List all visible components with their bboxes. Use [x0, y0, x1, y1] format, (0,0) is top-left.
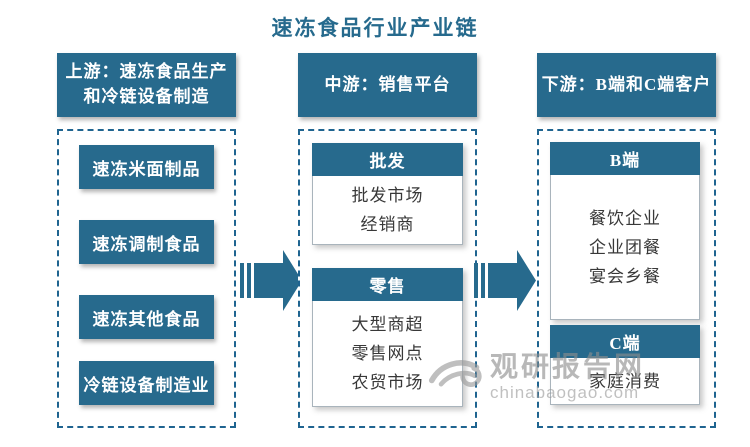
wholesale-card-body: 批发市场 经销商 — [313, 176, 462, 244]
c-side-card-header: C端 — [550, 325, 700, 358]
midstream-header-label: 中游：销售平台 — [324, 74, 451, 94]
b-side-item: 餐饮企业 — [589, 208, 661, 228]
upstream-container: 速冻米面制品 速冻调制食品 速冻其他食品 冷链设备制造业 — [57, 129, 236, 428]
retail-card-header: 零售 — [312, 268, 463, 301]
wholesale-item: 经销商 — [360, 215, 415, 234]
retail-item: 大型商超 — [351, 315, 424, 334]
flow-arrow-icon — [474, 250, 536, 311]
b-side-card-header: B端 — [550, 142, 700, 175]
wholesale-card-header: 批发 — [312, 143, 463, 176]
flow-arrow-icon — [240, 250, 302, 311]
upstream-header: 上游：速冻食品生产 和冷链设备制造 — [57, 53, 236, 117]
upstream-item: 速冻调制食品 — [79, 220, 214, 264]
upstream-header-line2: 和冷链设备制造 — [83, 87, 210, 106]
b-side-item: 企业团餐 — [589, 237, 661, 257]
b-side-card-body: 餐饮企业 企业团餐 宴会乡餐 — [551, 175, 699, 319]
upstream-item: 速冻米面制品 — [79, 145, 214, 189]
retail-item: 农贸市场 — [351, 373, 424, 392]
retail-item: 零售网点 — [351, 344, 424, 363]
downstream-header-label: 下游：B端和C端客户 — [541, 74, 712, 94]
upstream-header-line1: 上游：速冻食品生产 — [65, 62, 228, 82]
wholesale-item: 批发市场 — [351, 186, 424, 205]
c-side-card: C端 家庭消费 — [550, 325, 700, 405]
upstream-item: 冷链设备制造业 — [79, 361, 214, 405]
retail-card: 零售 大型商超 零售网点 农贸市场 — [312, 268, 463, 407]
b-side-card: B端 餐饮企业 企业团餐 宴会乡餐 — [550, 142, 700, 320]
midstream-header: 中游：销售平台 — [298, 53, 477, 117]
c-side-card-body: 家庭消费 — [551, 358, 699, 404]
upstream-item: 速冻其他食品 — [79, 295, 214, 339]
c-side-item: 家庭消费 — [589, 371, 661, 391]
downstream-header: 下游：B端和C端客户 — [537, 53, 716, 117]
page-title: 速冻食品行业产业链 — [271, 16, 479, 40]
wholesale-card: 批发 批发市场 经销商 — [312, 143, 463, 245]
retail-card-body: 大型商超 零售网点 农贸市场 — [313, 301, 462, 406]
b-side-item: 宴会乡餐 — [589, 266, 661, 286]
